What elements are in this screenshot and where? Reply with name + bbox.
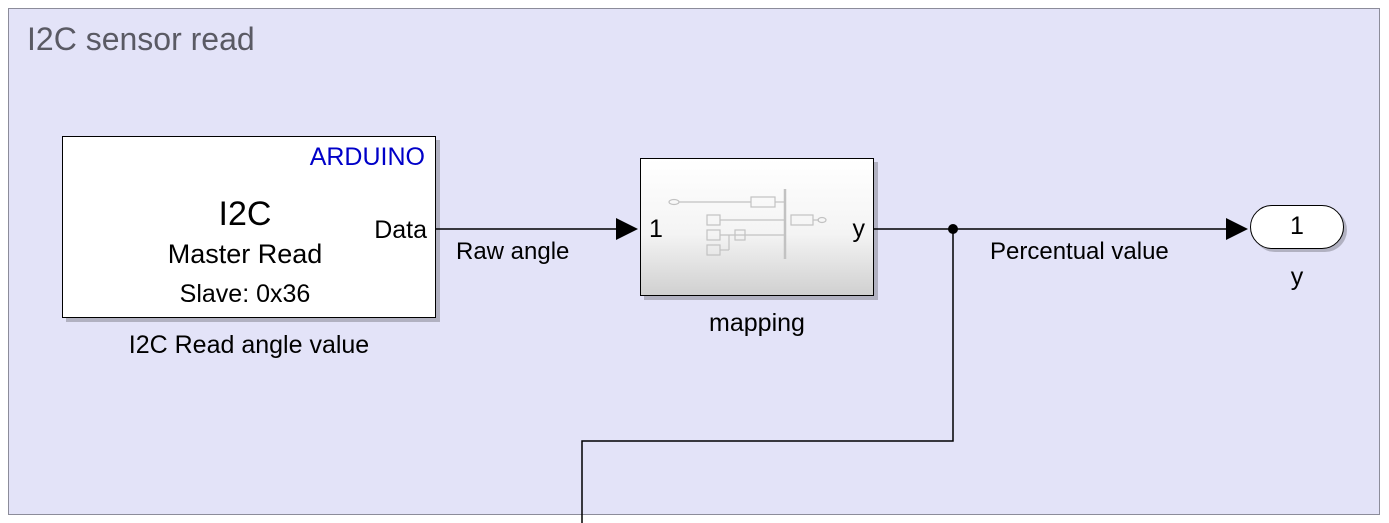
block-subtitle: Master Read [167, 239, 323, 269]
branch-line[interactable] [581, 229, 954, 523]
subsystem-preview-icon [668, 189, 827, 259]
mapping-subsystem-block[interactable]: 1 y [640, 158, 874, 296]
percentual-arrow [1226, 218, 1248, 240]
mapping-block-name: mapping [709, 309, 805, 337]
block-title: I2C [218, 195, 272, 233]
percentual-signal-label: Percentual value [990, 238, 1169, 265]
vendor-label: ARDUINO [309, 143, 425, 171]
outport-block[interactable]: 1 [1250, 205, 1344, 249]
raw-angle-arrow [616, 218, 638, 240]
data-output-port-label: Data [374, 216, 427, 244]
area-title: I2C sensor read [27, 21, 255, 57]
output-port-label: y [852, 215, 866, 243]
i2c-block-name: I2C Read angle value [128, 331, 370, 359]
block-slave-address: Slave: 0x36 [179, 280, 311, 308]
raw-angle-signal-label: Raw angle [456, 238, 570, 265]
outport-number: 1 [1290, 212, 1304, 240]
outport-name: y [1290, 263, 1304, 291]
input-port-label: 1 [649, 215, 663, 243]
i2c-master-read-block[interactable]: ARDUINO I2C Master Read Slave: 0x36 Data [62, 136, 436, 318]
